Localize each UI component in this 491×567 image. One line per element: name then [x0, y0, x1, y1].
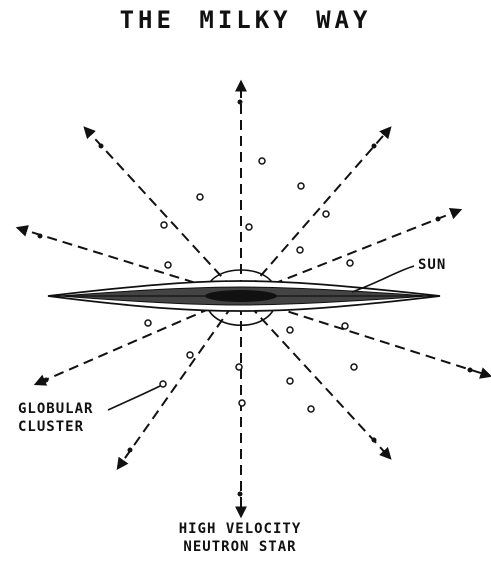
neutron-star-label-line1: HIGH VELOCITY: [178, 521, 302, 537]
trajectory-ene: [257, 207, 463, 291]
trajectory-sse: [249, 305, 392, 460]
globular-cluster-label-line1: GLOBULAR: [18, 401, 94, 417]
sun-label: SUN: [418, 257, 447, 273]
globular-cluster: [186, 351, 194, 359]
globular-cluster: [245, 223, 253, 231]
trajectory-ssw: [116, 305, 233, 470]
globular-cluster: [196, 193, 204, 201]
globular-cluster: [296, 246, 304, 254]
neutron-star-label-line2: NEUTRON STAR: [183, 539, 297, 555]
trajectory-ese: [257, 301, 491, 379]
sun-leader-line: [351, 265, 415, 293]
globular-cluster: [238, 399, 246, 407]
neutron-star-label: HIGH VELOCITY NEUTRON STAR: [140, 520, 340, 556]
galactic-nucleus: [205, 290, 277, 302]
galactic-disk: [47, 280, 441, 312]
trajectory-nnw: [83, 126, 233, 289]
globular-cluster: [341, 322, 349, 330]
globular-cluster: [258, 157, 266, 165]
globular-cluster: [164, 261, 172, 269]
globular-cluster: [144, 319, 152, 327]
trajectory-wnw: [15, 225, 226, 293]
globular-cluster: [286, 326, 294, 334]
diagram-title: THE MILKY WAY: [119, 6, 372, 34]
globular-cluster: [297, 182, 305, 190]
radial-trajectories: [15, 79, 491, 519]
globular-cluster-label: GLOBULAR CLUSTER: [18, 400, 93, 436]
globular-clusters: [144, 157, 358, 413]
globular-cluster: [346, 259, 354, 267]
globular-cluster-leader-line: [107, 385, 161, 411]
globular-cluster: [159, 380, 167, 388]
leader-lines: [107, 265, 415, 411]
trajectory-dots: [37, 99, 473, 497]
globular-cluster: [235, 363, 243, 371]
trajectory-nne: [249, 126, 392, 289]
globular-cluster: [307, 405, 315, 413]
globular-cluster-label-line2: CLUSTER: [18, 419, 85, 435]
globular-cluster: [350, 363, 358, 371]
globular-cluster: [286, 377, 294, 385]
globular-cluster: [160, 221, 168, 229]
trajectory-wsw: [33, 301, 226, 386]
globular-cluster: [322, 210, 330, 218]
